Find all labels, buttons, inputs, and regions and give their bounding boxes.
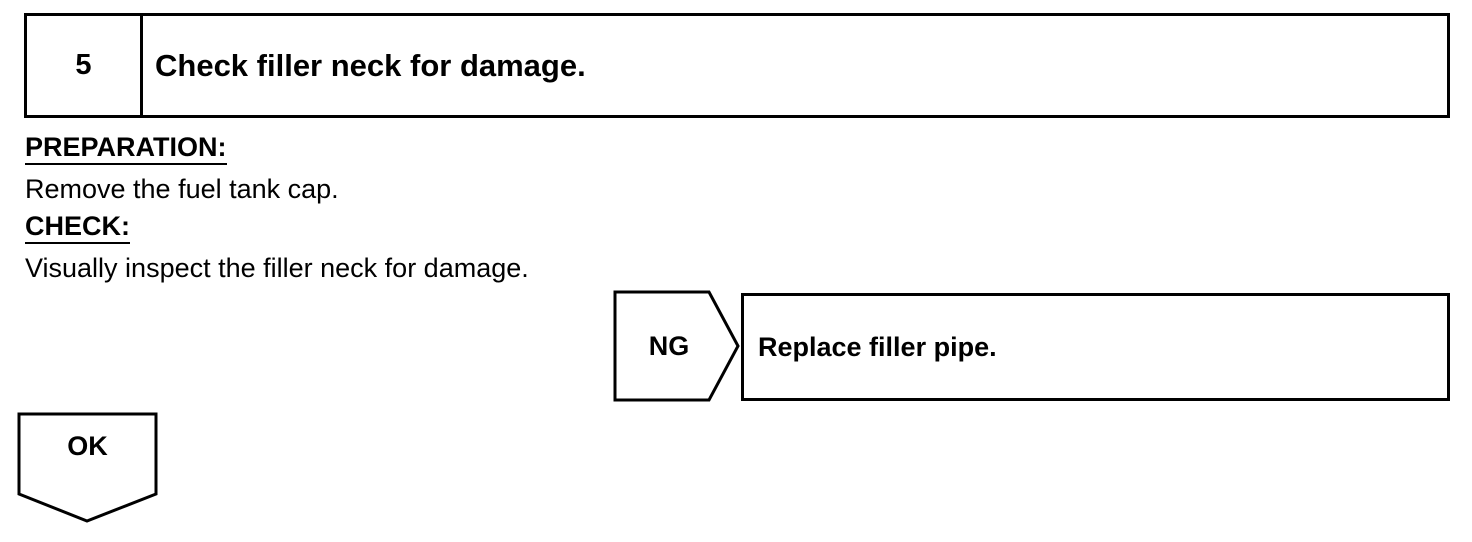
check-text: Visually inspect the filler neck for dam…	[25, 253, 529, 283]
ng-arrow-shape	[613, 290, 740, 402]
step-title: Check filler neck for damage.	[155, 47, 586, 83]
check-heading: CHECK:	[25, 210, 130, 244]
preparation-text: Remove the fuel tank cap.	[25, 174, 339, 204]
ng-result-text: Replace filler pipe.	[758, 331, 997, 362]
ok-label: OK	[67, 431, 108, 461]
ng-result-box: Replace filler pipe.	[741, 293, 1450, 401]
preparation-heading: PREPARATION:	[25, 131, 227, 165]
step-header-box: 5 Check filler neck for damage.	[24, 13, 1450, 118]
ok-arrow-shape	[17, 412, 158, 523]
step-number: 5	[27, 16, 143, 115]
ng-label: NG	[648, 330, 690, 361]
